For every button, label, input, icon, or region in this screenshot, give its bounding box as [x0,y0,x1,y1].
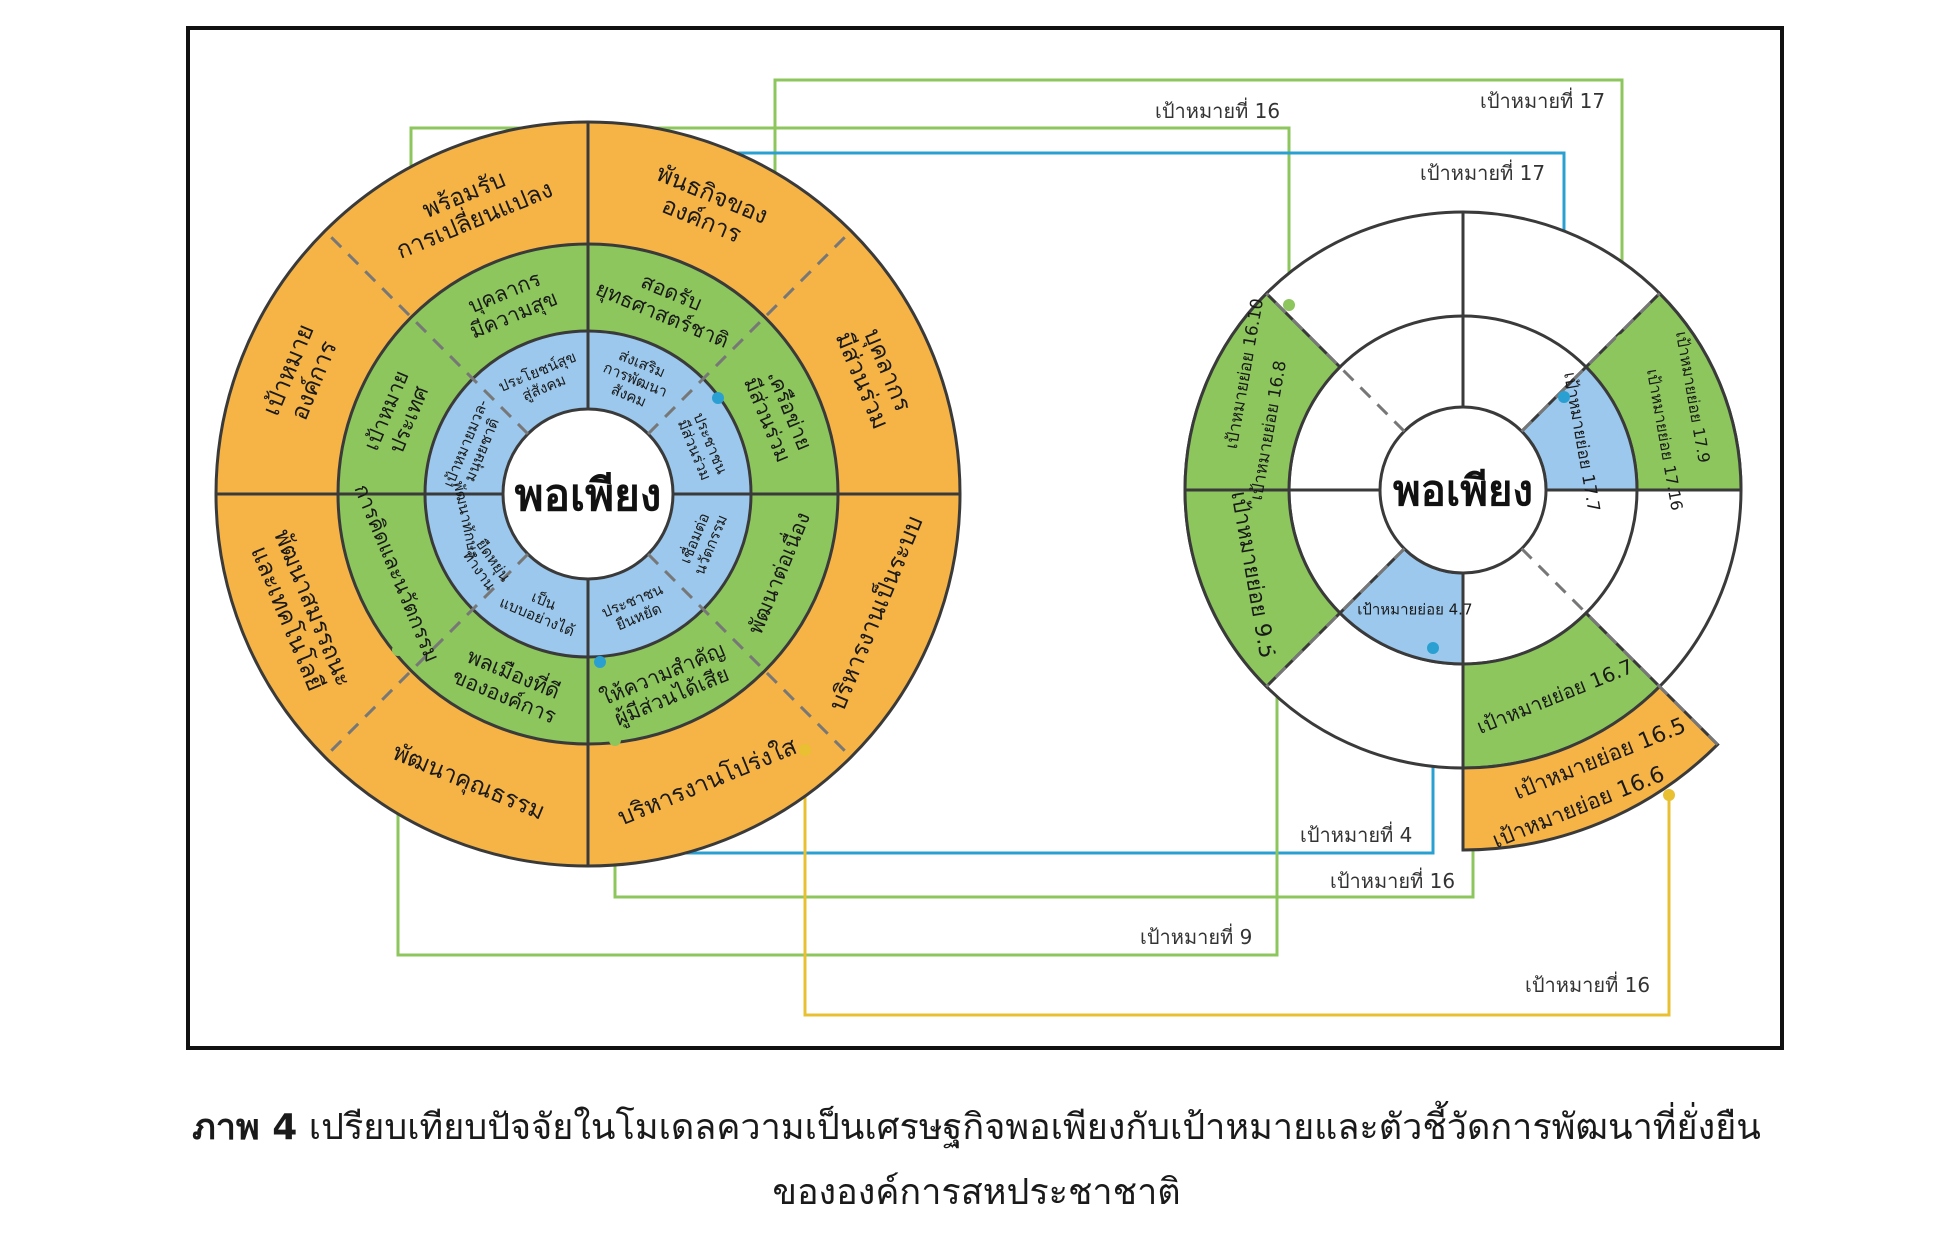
connector-goal16-yellow [803,750,1671,1017]
connector-label: เป้าหมายที่ 17 [1480,87,1605,113]
dot-right-17-7 [1558,391,1570,403]
dot-left-happy [405,331,417,343]
dot-left-people [712,392,724,404]
dot-right-16-8 [1283,299,1295,311]
connector-label: เป้าหมายที่ 9 [1140,923,1252,949]
figure-caption: ภาพ 4 เปรียบเทียบปัจจัยในโมเดลความเป็นเศ… [0,1098,1953,1155]
figure-caption-line2: ขององค์การสหประชาชาติ [0,1163,1953,1220]
dot-right-9-5 [1271,639,1283,651]
connector-label: เป้าหมายที่ 4 [1300,821,1412,847]
dot-left-citizen [392,644,404,656]
dot-left-network [769,364,781,376]
dot-right-17-9 [1616,334,1628,346]
dot-left-transparent [799,744,811,756]
connector-label: เป้าหมายที่ 16 [1155,97,1280,123]
left-wheel: พอเพียงเป้าหมายองค์การพร้อมรับการเปลี่ยน… [214,120,962,868]
connector-label: เป้าหมายที่ 17 [1420,159,1545,185]
dashed-divider [1265,292,1406,433]
dot-right-16-7 [1467,734,1479,746]
center-label: พอเพียง [1393,466,1533,515]
dot-left-standfirm [594,656,606,668]
dot-left-stakeholder [609,734,621,746]
connector-label-group: เป้าหมายที่ 16 เป้าหมายที่ 17 เป้าหมายที… [1140,87,1650,997]
caption-text-line1: เปรียบเทียบปัจจัยในโมเดลความเป็นเศรษฐกิจ… [308,1107,1761,1148]
dashed-divider [1265,547,1406,688]
connector-dots [392,299,1675,801]
dashed-divider [1520,292,1661,433]
dot-right-16-6 [1663,789,1675,801]
segment-label: เป้าหมายย่อย 4.7 [1357,600,1472,618]
figure-label: ภาพ 4 [192,1107,298,1148]
connector-label: เป้าหมายที่ 16 [1525,971,1650,997]
center-label: พอเพียง [515,470,662,521]
connector-label: เป้าหมายที่ 16 [1330,867,1455,893]
dot-right-4-7 [1427,642,1439,654]
caption-text-line2: ขององค์การสหประชาชาติ [772,1172,1181,1213]
segment-16-8 [1183,291,1343,492]
